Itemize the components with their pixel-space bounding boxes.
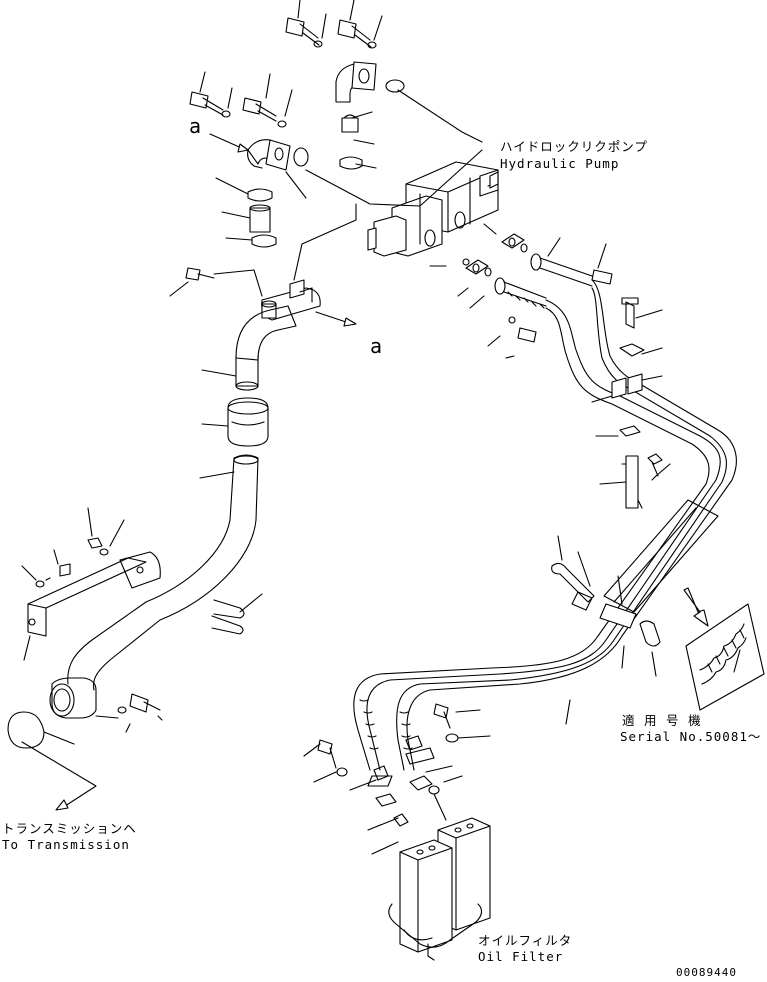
mounting-bracket	[21, 507, 161, 661]
pump-flanges	[429, 223, 528, 297]
ref-arrow-a-top	[209, 133, 249, 153]
suction-header	[169, 203, 357, 391]
hose-clamps-left	[215, 177, 277, 248]
serial-label-jp: 適 用 号 機	[622, 713, 702, 728]
suction-tube	[7, 454, 259, 749]
transmission-arrow	[55, 799, 69, 811]
leader-transmission	[21, 741, 97, 809]
pump-outlet-hoses	[353, 279, 737, 771]
upper-elbow-right	[335, 61, 405, 170]
transmission-label-jp: トランスミッションヘ	[2, 821, 137, 836]
oil-filter	[367, 785, 491, 961]
ref-letter-a-top: a	[189, 114, 202, 138]
hydraulic-pump-label-jp: ハイドロックリクポンプ	[500, 139, 648, 154]
oil-filter-label-jp: オイルフィルタ	[478, 933, 573, 948]
hose-sleeve	[551, 499, 719, 677]
detail-inset	[683, 587, 765, 711]
ref-arrow-a-right	[315, 311, 357, 327]
clip-bracket	[211, 593, 263, 635]
hose-clamps-right	[591, 297, 671, 509]
drawing-number: 00089440	[676, 966, 737, 979]
hydraulic-pump-label-en: Hydraulic Pump	[500, 156, 620, 171]
top-bolts-group	[189, 0, 383, 128]
leader-pump-2	[305, 149, 483, 207]
lower-bolt	[117, 693, 163, 733]
upper-elbow-left	[247, 139, 309, 199]
serial-label-en: Serial No.50081〜	[620, 729, 762, 744]
ref-letter-a-right: a	[370, 334, 383, 358]
oil-filter-label-en: Oil Filter	[478, 949, 564, 964]
hydraulic-pump	[367, 161, 499, 257]
transmission-label-en: To Transmission	[2, 837, 130, 852]
filter-fittings	[303, 699, 571, 807]
pump-hose-fittings	[469, 237, 613, 359]
leader-pump-1	[397, 89, 483, 143]
rubber-coupling	[201, 397, 269, 447]
